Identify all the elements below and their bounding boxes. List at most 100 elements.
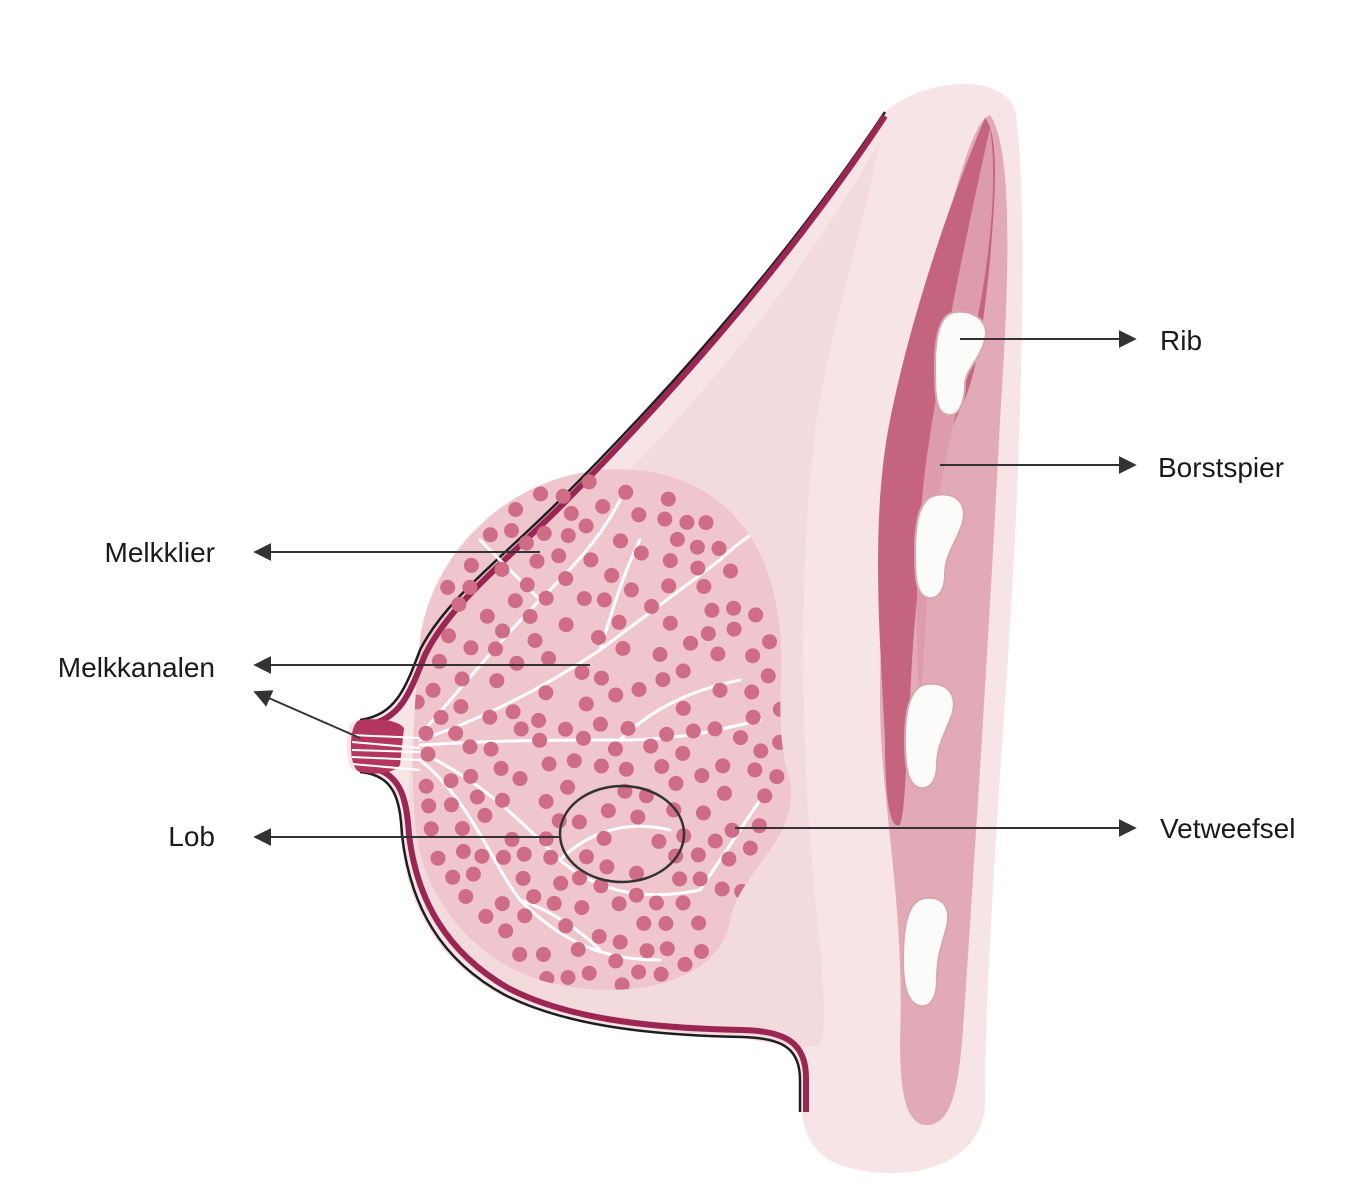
lobule-dot	[574, 900, 590, 916]
lobule-dot	[592, 716, 608, 732]
lobule-dot	[707, 721, 723, 737]
lobule-dot	[611, 614, 627, 630]
lobule-dot	[711, 540, 727, 556]
lobule-dot	[526, 889, 542, 905]
lobule-dot	[669, 531, 685, 547]
lobule-dot	[629, 865, 644, 881]
lobule-dot	[494, 792, 510, 808]
lobule-dot	[498, 923, 514, 939]
chest-wall-band	[880, 115, 1008, 1126]
pointer-lines	[253, 330, 1137, 846]
lobule-dot	[532, 732, 548, 748]
lobule-dot	[474, 848, 490, 864]
lobule-dot	[757, 788, 773, 804]
lobule-dot	[448, 725, 464, 741]
nipple-shape	[351, 719, 404, 774]
lobule-dot	[479, 608, 495, 624]
lobule-dot	[571, 814, 587, 830]
lobule-dot	[660, 491, 676, 507]
skin-outline-inner	[371, 114, 888, 1112]
lobule-dots	[412, 474, 788, 990]
lobule-dot	[494, 896, 510, 912]
lobule-dot	[691, 915, 707, 931]
lobule-dot	[518, 535, 534, 551]
lobule-dot	[653, 966, 669, 982]
lobule-dot	[575, 730, 591, 746]
lobule-dot	[707, 833, 723, 849]
lobule-dot	[733, 730, 748, 746]
lobule-dot	[543, 849, 559, 865]
lobule-dot	[512, 946, 528, 962]
lobule-dot	[715, 758, 731, 774]
lobule-dot	[462, 579, 478, 595]
lobule-dot	[504, 831, 520, 847]
lobule-dot	[463, 768, 479, 784]
lobule-dot	[696, 579, 712, 594]
lobule-dot	[546, 895, 562, 911]
lobule-dot	[672, 871, 688, 887]
lobule-dot	[443, 773, 459, 789]
lobule-dot	[560, 528, 576, 544]
lobule-dot	[581, 474, 597, 490]
lobule-dot	[712, 682, 728, 698]
lobule-dot	[536, 525, 552, 541]
lobule-dot	[615, 641, 631, 656]
lobule-dot	[430, 850, 446, 866]
lobule-dot	[531, 713, 547, 728]
lobule-dot	[465, 866, 481, 882]
lobule-dot	[726, 600, 742, 616]
lobule-dot	[596, 592, 612, 608]
lobule-dot	[425, 682, 441, 698]
lobule-dot	[700, 626, 716, 642]
lobule-dot	[563, 506, 579, 521]
lobule-dot	[578, 518, 594, 534]
lobule-dot	[455, 844, 471, 859]
lobule-dot	[607, 741, 623, 757]
lobule-dot	[769, 769, 785, 785]
lobule-dot	[454, 671, 470, 687]
lobule-dot	[558, 617, 574, 633]
labels: Melkklier Melkkanalen Lob Rib Borstspier…	[58, 325, 1296, 852]
lobule-dot	[454, 821, 470, 836]
lobule-dot	[662, 553, 678, 569]
lobule-dot	[593, 878, 609, 894]
rib-2	[913, 493, 965, 600]
lobule-dot	[482, 709, 498, 725]
lobule-dot	[689, 539, 705, 555]
lobule-dot	[469, 789, 485, 805]
lobule-dot	[631, 682, 647, 697]
lobule-dot	[541, 756, 557, 772]
lobule-dot	[751, 818, 767, 834]
label-borstspier: Borstspier	[1158, 452, 1284, 483]
chest-wall	[878, 115, 1008, 1126]
lobule-dot	[488, 641, 503, 657]
lobule-dot	[538, 794, 554, 809]
lobule-dot	[662, 615, 678, 631]
lobule-dot	[661, 578, 677, 594]
lobule-dot	[538, 590, 554, 606]
lobule-dot	[658, 916, 674, 931]
lobule-dot	[654, 759, 670, 774]
lobule-dot	[463, 640, 479, 656]
lobule-dot	[659, 941, 675, 957]
lobule-dot	[657, 511, 673, 527]
lobule-dot	[762, 634, 777, 650]
lobule-dot	[423, 821, 439, 837]
lobule-dot	[652, 647, 668, 662]
lobule-dot	[620, 721, 636, 736]
lobule-dot	[508, 502, 524, 517]
label-lob: Lob	[168, 821, 215, 852]
rib-4	[901, 896, 950, 1008]
lobule-dot	[644, 599, 660, 614]
skin-outline	[359, 111, 887, 1112]
lobule-dot	[440, 579, 456, 595]
lobule-dot	[535, 946, 551, 962]
lobule-dot	[593, 758, 609, 774]
lobule-dot	[591, 929, 607, 944]
lobule-dot	[451, 596, 467, 612]
lobule-dot	[617, 783, 633, 799]
lobule-dot	[675, 895, 691, 911]
lobule-dot	[504, 523, 519, 538]
lobule-dot	[512, 771, 528, 787]
lobule-dot	[433, 709, 449, 725]
